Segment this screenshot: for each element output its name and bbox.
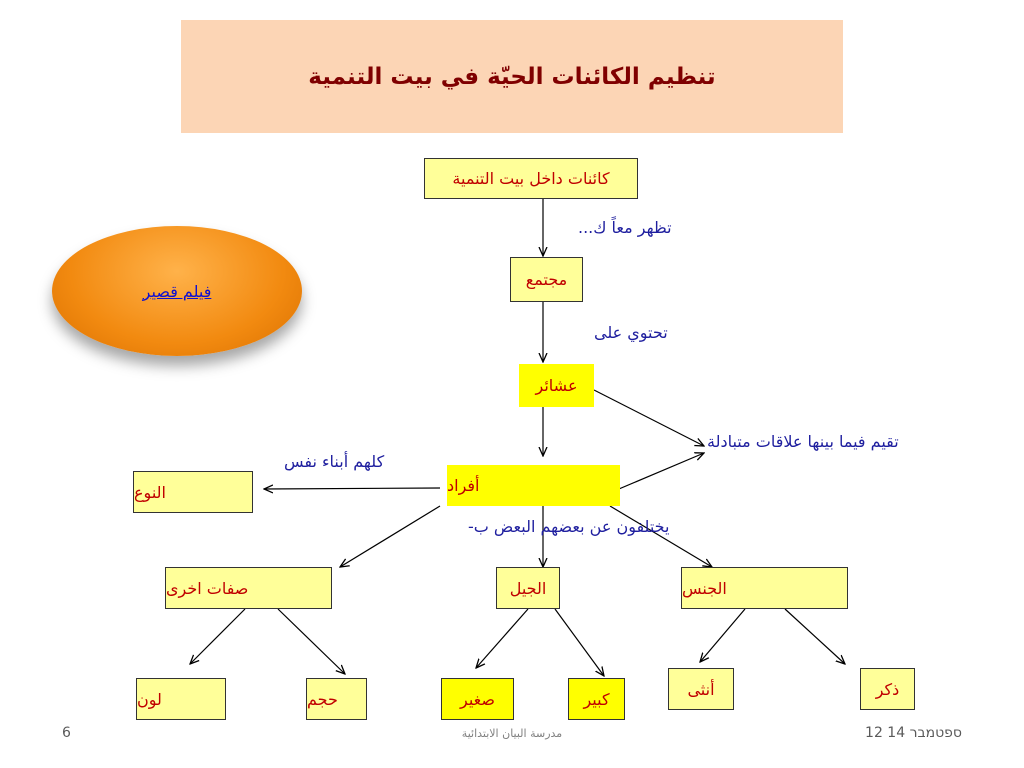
node-sex: الجنس [681, 567, 848, 609]
arrow-sex-male [784, 608, 845, 664]
arrow-individuals-sex [609, 505, 712, 567]
arrow-sex-female [700, 608, 746, 662]
node-individuals: أفراد [447, 465, 620, 506]
arrow-individuals-other-traits [340, 505, 441, 567]
label-contain: تحتوي على [594, 323, 668, 342]
node-size: حجم [306, 678, 367, 720]
node-male: ذكر [860, 668, 915, 710]
node-female: أنثى [668, 668, 734, 710]
label-differ-by: يختلفون عن بعضهم البعض ب- [468, 517, 670, 536]
short-film-oval[interactable]: فيلم قصير [52, 226, 302, 356]
node-old: كبير [568, 678, 625, 720]
node-young: صغير [441, 678, 514, 720]
label-same-species: كلهم أبناء نفس [284, 452, 385, 471]
label-appear-together: تظهر معاً ك... [578, 218, 672, 237]
node-organisms: كائنات داخل بيت التنمية [424, 158, 638, 199]
node-other-traits: صفات اخرى [165, 567, 332, 609]
footer-date: 12 ספטמבר 14 [865, 725, 962, 741]
node-community: مجتمع [510, 257, 583, 302]
arrow-tribes-relations [593, 389, 704, 446]
footer-page-number: 6 [62, 725, 71, 741]
arrow-generation-young [476, 608, 529, 668]
node-species: النوع [133, 471, 253, 513]
node-generation: الجيل [496, 567, 560, 609]
node-tribes: عشائر [519, 364, 594, 407]
page-title: تنظيم الكائنات الحيّة في بيت التنمية [308, 63, 716, 90]
footer-school: مدرسة البيان الابتدائية [461, 727, 563, 740]
short-film-link[interactable]: فيلم قصير [142, 281, 212, 301]
label-mutual-relations: تقيم فيما بينها علاقات متبادلة [707, 432, 899, 451]
arrow-traits-color [190, 608, 246, 664]
title-banner: تنظيم الكائنات الحيّة في بيت التنمية [181, 20, 843, 133]
arrow-traits-size [277, 608, 345, 674]
arrow-individuals-species [264, 488, 441, 489]
node-color: لون [136, 678, 226, 720]
arrow-generation-old [554, 608, 604, 676]
